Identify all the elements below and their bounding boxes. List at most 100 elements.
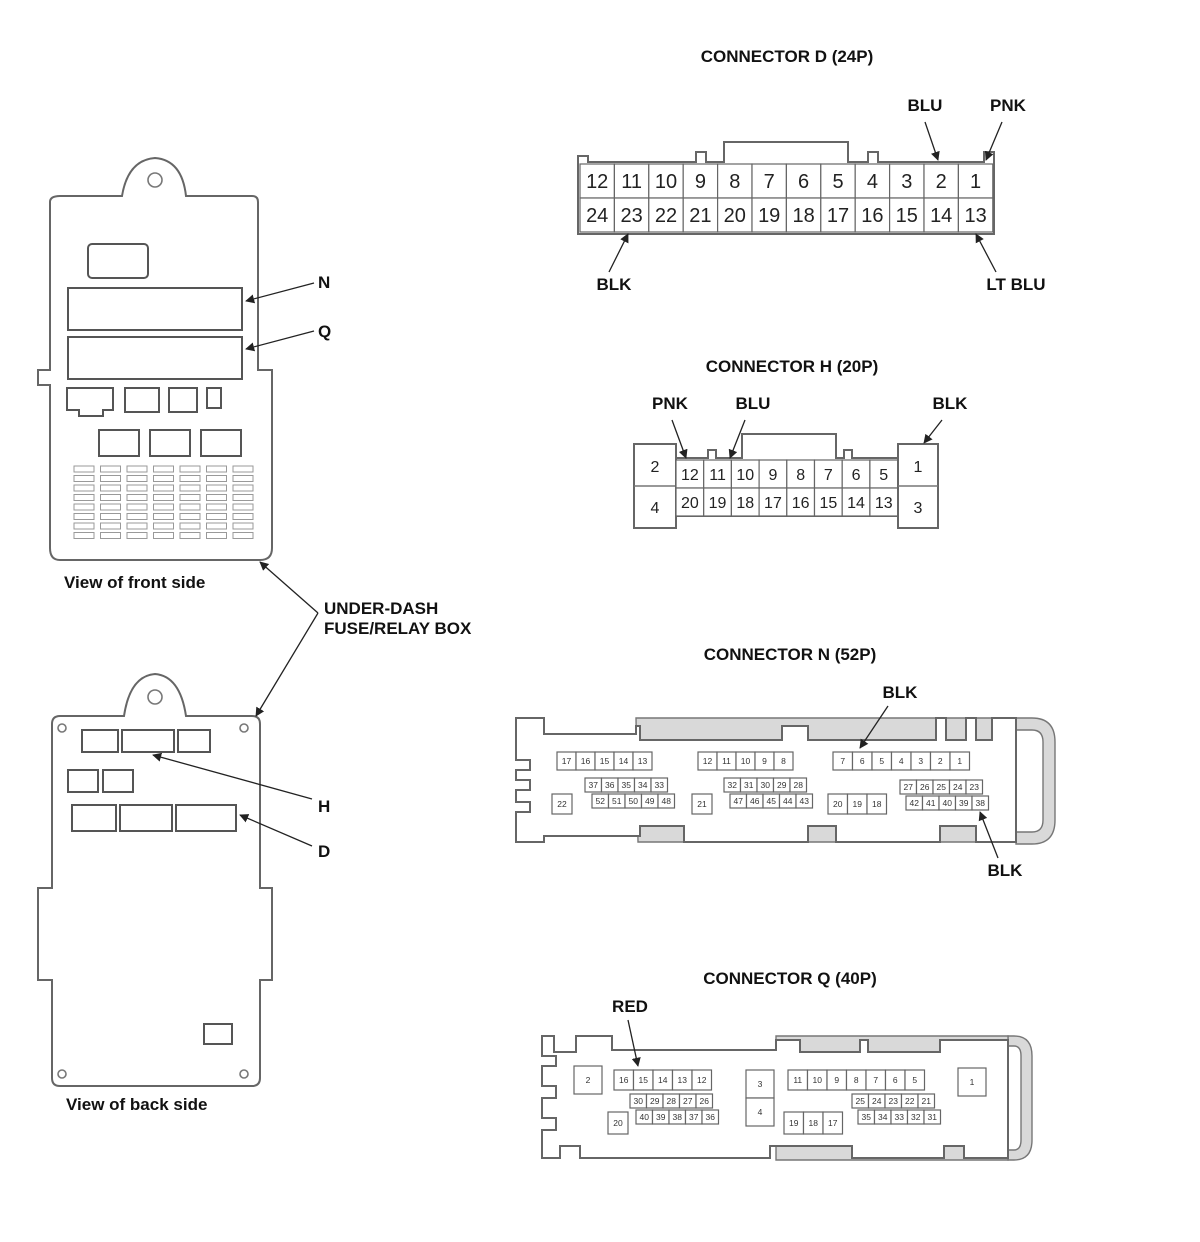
fuse-slot bbox=[126, 484, 148, 492]
fuse-slot bbox=[153, 513, 174, 520]
pin-20: 20 bbox=[724, 205, 746, 227]
pin-1: 1 bbox=[970, 1077, 975, 1087]
fuse-slot bbox=[232, 484, 254, 492]
fuse-slot bbox=[126, 522, 148, 530]
fuse-slot bbox=[206, 484, 227, 492]
pin-cell bbox=[785, 197, 822, 233]
pin-34: 34 bbox=[638, 780, 648, 790]
fuse-slot bbox=[232, 494, 254, 501]
callout-n: N bbox=[318, 273, 330, 292]
pin-42: 42 bbox=[910, 798, 920, 808]
pin-4: 4 bbox=[651, 500, 660, 517]
pin-19: 19 bbox=[758, 205, 780, 227]
fuse-slot bbox=[179, 465, 201, 473]
pin-16: 16 bbox=[619, 1075, 629, 1085]
wire-label-lt-blu: LT BLU bbox=[986, 275, 1045, 294]
pin-11: 11 bbox=[793, 1075, 802, 1085]
pin-cell bbox=[841, 459, 871, 489]
fuse-slot bbox=[232, 475, 254, 482]
pin-23: 23 bbox=[970, 782, 980, 792]
pin-13: 13 bbox=[638, 756, 648, 766]
pin-cell bbox=[822, 1111, 844, 1135]
fuse-box-name-line1: UNDER-DASH bbox=[324, 599, 438, 618]
pin-22: 22 bbox=[905, 1096, 915, 1106]
fuse-slot bbox=[100, 475, 121, 482]
pin-cell bbox=[841, 487, 871, 517]
pin-1: 1 bbox=[970, 171, 981, 193]
connector-n-socket bbox=[67, 287, 243, 331]
pin-21: 21 bbox=[922, 1096, 932, 1106]
pin-6: 6 bbox=[798, 171, 809, 193]
pin-cell bbox=[786, 487, 816, 517]
pin-cell bbox=[957, 197, 994, 233]
pin-1: 1 bbox=[957, 756, 962, 766]
pin-cell bbox=[854, 197, 891, 233]
fuse-box-front-view: View of front side bbox=[37, 156, 273, 592]
fuse-slot bbox=[179, 494, 201, 501]
fuse-slot bbox=[126, 494, 148, 501]
pin-9: 9 bbox=[834, 1075, 839, 1085]
pin-38: 38 bbox=[673, 1112, 683, 1122]
fuse-slot bbox=[73, 475, 95, 482]
pin-cell bbox=[786, 459, 816, 489]
wire-label-pnk: PNK bbox=[652, 394, 689, 413]
pin-19: 19 bbox=[853, 799, 863, 809]
pin-14: 14 bbox=[930, 205, 952, 227]
callout-h: H bbox=[318, 797, 330, 816]
pin-34: 34 bbox=[878, 1112, 888, 1122]
pin-cell bbox=[904, 1069, 926, 1091]
pin-6: 6 bbox=[860, 756, 865, 766]
fuse-slot bbox=[179, 484, 201, 492]
pin-19: 19 bbox=[709, 495, 727, 512]
pin-4: 4 bbox=[867, 171, 878, 193]
pin-23: 23 bbox=[620, 205, 642, 227]
fuse-slot bbox=[100, 522, 121, 530]
pin-8: 8 bbox=[781, 756, 786, 766]
pin-12: 12 bbox=[681, 467, 699, 484]
pin-43: 43 bbox=[800, 796, 810, 806]
pin-1: 1 bbox=[914, 459, 923, 476]
wire-label-blk-bottom: BLK bbox=[988, 861, 1024, 880]
pin-32: 32 bbox=[728, 780, 738, 790]
pin-11: 11 bbox=[722, 756, 731, 766]
connector-h-socket bbox=[121, 729, 175, 753]
pin-16: 16 bbox=[581, 756, 591, 766]
connector-d-socket bbox=[175, 804, 237, 832]
pin-11: 11 bbox=[709, 467, 726, 484]
pin-48: 48 bbox=[662, 796, 672, 806]
pin-cell bbox=[971, 795, 990, 811]
pin-cell bbox=[923, 1109, 942, 1125]
fuse-slot bbox=[206, 522, 227, 530]
pin-cell bbox=[573, 1065, 603, 1095]
pin-cell bbox=[695, 1093, 714, 1109]
pin-12: 12 bbox=[703, 756, 713, 766]
pin-21: 21 bbox=[689, 205, 711, 227]
pin-39: 39 bbox=[656, 1112, 666, 1122]
pin-40: 40 bbox=[640, 1112, 650, 1122]
pin-cell bbox=[866, 793, 888, 815]
pin-12: 12 bbox=[586, 171, 608, 193]
wire-label-blk: BLK bbox=[597, 275, 633, 294]
pin-36: 36 bbox=[605, 780, 615, 790]
pin-22: 22 bbox=[655, 205, 677, 227]
pin-cell bbox=[551, 793, 573, 815]
pin-31: 31 bbox=[928, 1112, 938, 1122]
pin-41: 41 bbox=[926, 798, 936, 808]
pin-3: 3 bbox=[901, 171, 912, 193]
pin-36: 36 bbox=[706, 1112, 716, 1122]
pin-5: 5 bbox=[879, 756, 884, 766]
fuse-slot bbox=[153, 522, 174, 530]
pin-21: 21 bbox=[697, 799, 707, 809]
fuse-slot bbox=[73, 465, 95, 473]
pin-13: 13 bbox=[875, 495, 893, 512]
fuse-slot bbox=[73, 484, 95, 492]
pin-27: 27 bbox=[683, 1096, 693, 1106]
pin-2: 2 bbox=[936, 171, 947, 193]
fuse-slot bbox=[73, 503, 95, 511]
connector-q-title: CONNECTOR Q (40P) bbox=[703, 969, 877, 988]
